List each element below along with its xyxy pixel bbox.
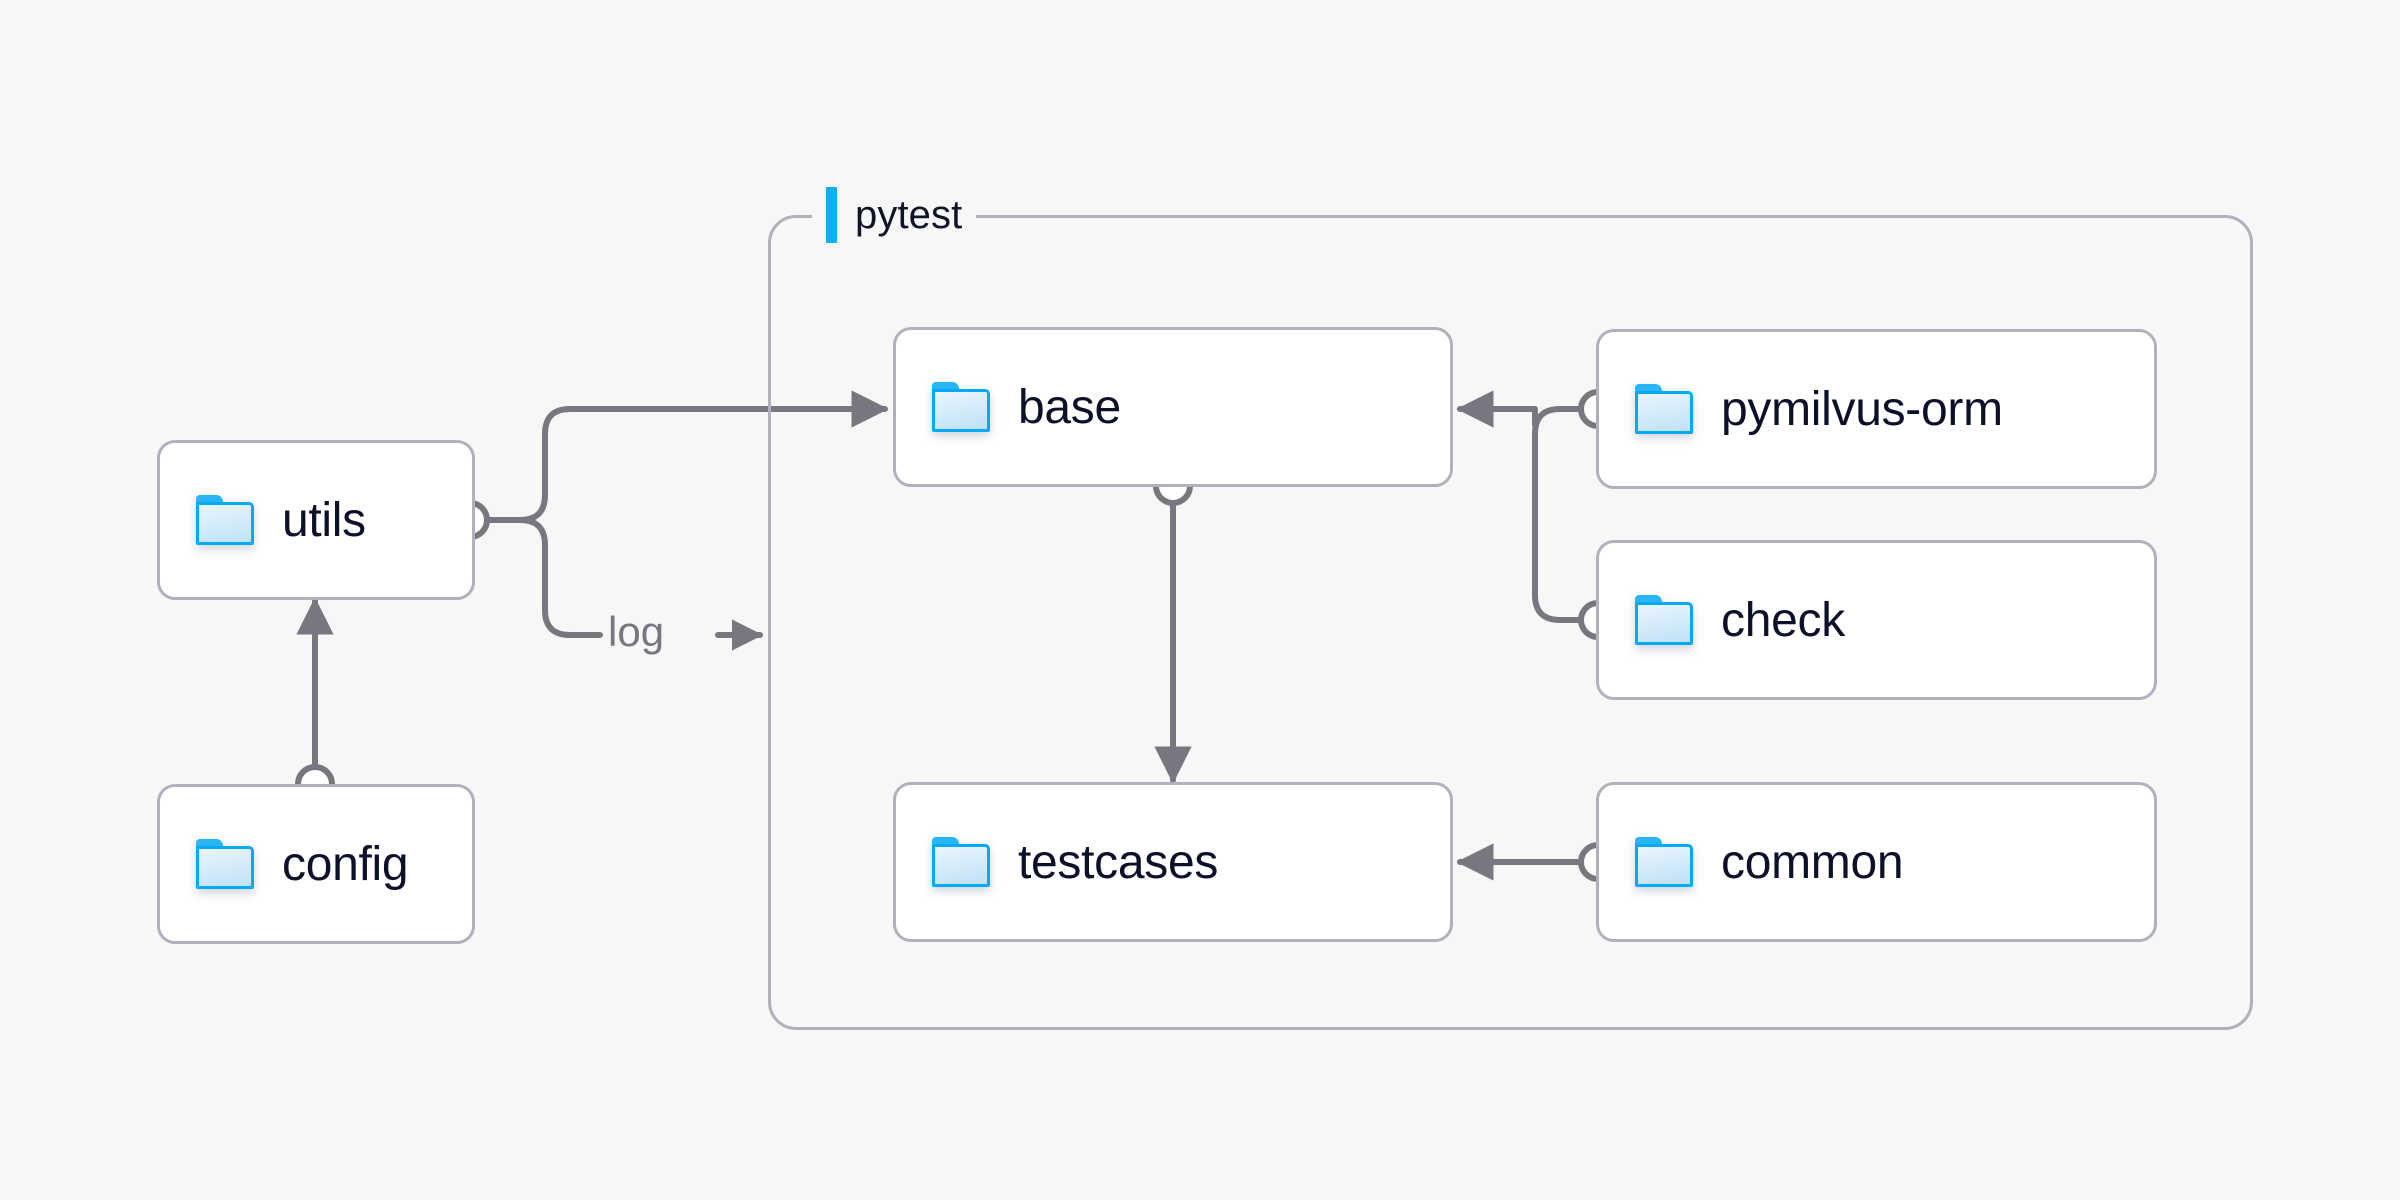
accent-bar-icon (826, 187, 837, 243)
node-testcases[interactable]: testcases (893, 782, 1453, 942)
node-pymilvus-orm-label: pymilvus-orm (1721, 382, 2003, 436)
folder-icon (196, 495, 254, 545)
node-common-label: common (1721, 835, 1904, 889)
node-config-label: config (282, 837, 409, 891)
node-check-label: check (1721, 593, 1845, 647)
node-common[interactable]: common (1596, 782, 2157, 942)
edge-utils-to-log (517, 517, 603, 638)
folder-icon (1635, 595, 1693, 645)
folder-icon (932, 382, 990, 432)
node-config[interactable]: config (157, 784, 475, 944)
node-base-label: base (1018, 380, 1121, 434)
node-base[interactable]: base (893, 327, 1453, 487)
group-pytest-title: pytest (855, 192, 963, 237)
node-utils[interactable]: utils (157, 440, 475, 600)
folder-icon (932, 837, 990, 887)
edge-label-log: log (608, 608, 665, 655)
node-testcases-label: testcases (1018, 835, 1219, 889)
folder-icon (1635, 384, 1693, 434)
group-pytest-label: pytest (812, 187, 977, 243)
node-check[interactable]: check (1596, 540, 2157, 700)
folder-icon (1635, 837, 1693, 887)
folder-icon (196, 839, 254, 889)
group-pytest (768, 215, 2253, 1030)
node-pymilvus-orm[interactable]: pymilvus-orm (1596, 329, 2157, 489)
node-utils-label: utils (282, 493, 366, 547)
